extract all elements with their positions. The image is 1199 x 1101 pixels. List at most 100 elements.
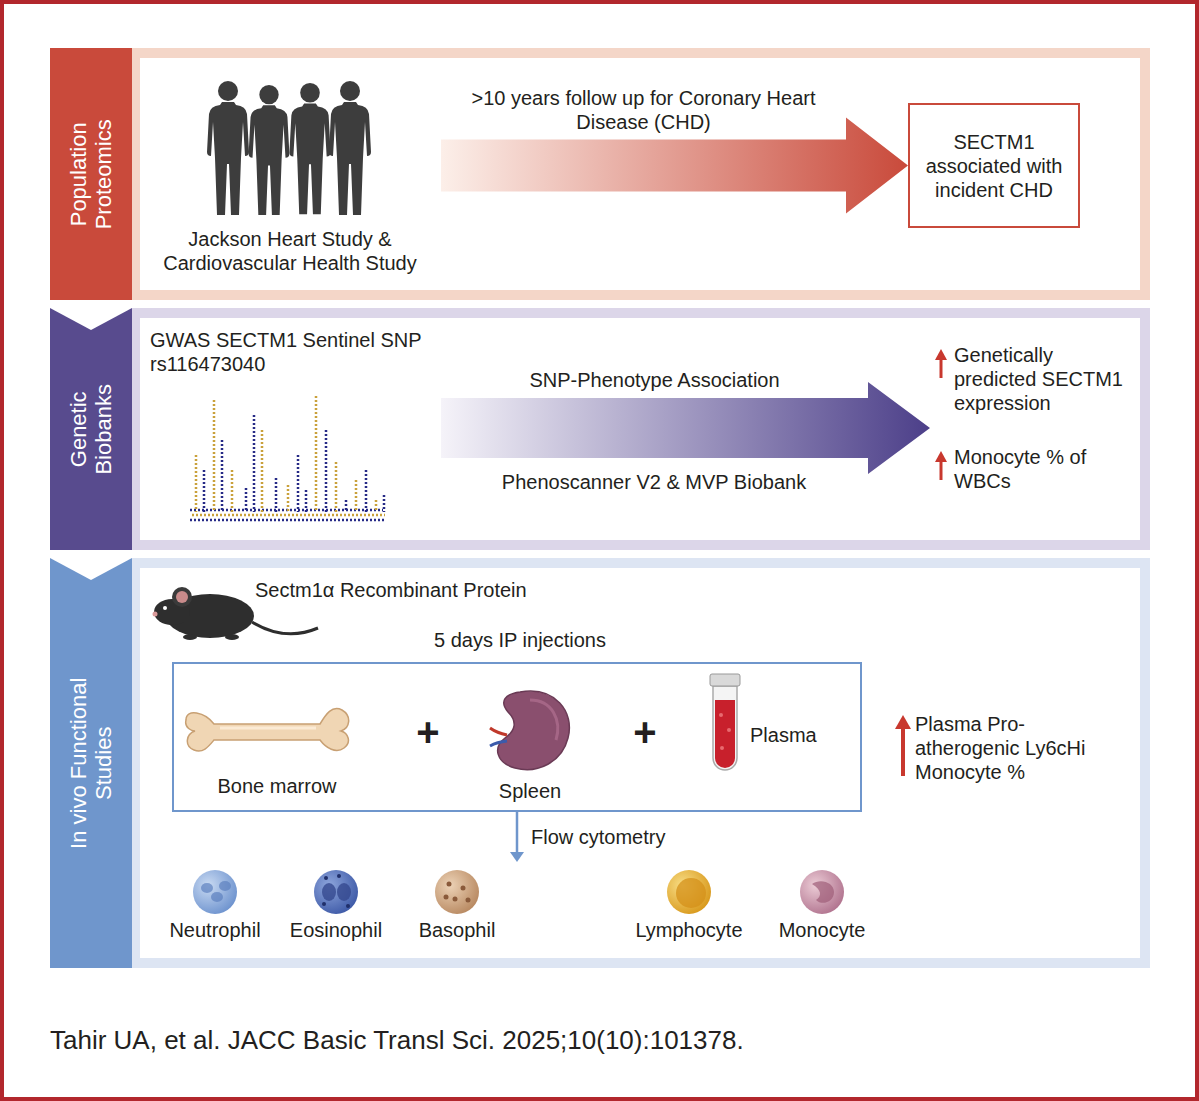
cell-granule [447, 882, 452, 887]
text-slot: Monocyte % of WBCs [954, 445, 1134, 493]
caption-slot: Tahir UA, et al. JACC Basic Transl Sci. … [50, 1025, 1050, 1056]
annotation-label: Plasma Pro-atherogenic Ly6cHi Monocyte % [915, 712, 1110, 784]
text-slot: In vivo Functional Studies [50, 558, 132, 968]
text-slot: Plasma [750, 723, 850, 747]
node-text: Jackson Heart Study & Cardiovascular Hea… [145, 227, 435, 275]
spleen-highlight [530, 700, 558, 740]
text-slot: Neutrophil [155, 918, 275, 942]
node-text: Plasma [750, 723, 850, 747]
process-box: SECTM1 associated with incident CHD [908, 103, 1080, 228]
edge-label: SNP-Phenotype Association [455, 368, 855, 392]
text-slot: + [625, 708, 665, 756]
node-ground [155, 862, 888, 948]
cell-granule [466, 898, 471, 903]
label-slot: Plasma Pro-atherogenic Ly6cHi Monocyte % [915, 712, 1110, 784]
label-slot: 5 days IP injections [400, 628, 640, 652]
text-slot: Monocyte [762, 918, 882, 942]
node-text: Basophil [397, 918, 517, 942]
label-slot: Sectm1α Recombinant Protein [255, 578, 585, 602]
node-text: Genetically predicted SECTM1 expression [954, 343, 1134, 415]
caption: Tahir UA, et al. JACC Basic Transl Sci. … [50, 1025, 1050, 1056]
arrow-shaft [940, 460, 943, 480]
cell-granule [444, 895, 449, 900]
mouse-eye [163, 606, 167, 610]
cell-nucleus [219, 881, 231, 891]
mouse-foot [183, 634, 197, 640]
edge-label-slot: SNP-Phenotype Association [455, 368, 855, 392]
tube-blood [715, 700, 735, 768]
cell-granule [346, 904, 350, 908]
text-slot: Bone marrow [192, 774, 362, 798]
node-text: Bone marrow [192, 774, 362, 798]
node-text: + [408, 708, 448, 756]
text-slot: Eosinophil [276, 918, 396, 942]
cell-nucleus [322, 883, 336, 901]
text-slot: Spleen [490, 779, 570, 803]
edge-label: >10 years follow up for Coronary Heart D… [444, 86, 844, 134]
manhattan-point [190, 519, 385, 522]
manhattan-point [195, 455, 198, 512]
manhattan-point [275, 478, 278, 512]
annotation-label: Sectm1α Recombinant Protein [255, 578, 585, 602]
node-group: Genetically predicted SECTM1 expressionM… [930, 343, 1140, 513]
node-text: SECTM1 associated with incident CHD [918, 130, 1070, 202]
tube-cell [727, 728, 731, 732]
edge-label-slot: Flow cytometry [531, 825, 731, 849]
mouse-ear [176, 591, 188, 603]
section-panel: Jackson Heart Study & Cardiovascular Hea… [50, 48, 1150, 300]
cell-nucleus [337, 883, 351, 901]
tube-body [713, 686, 737, 770]
manhattan-point [325, 430, 328, 512]
cell-nucleus [211, 892, 223, 902]
cell-granule [453, 897, 458, 902]
text-slot: Lymphocyte [629, 918, 749, 942]
node-text: Neutrophil [155, 918, 275, 942]
neutrophil-cell [193, 870, 237, 914]
edge-label-slot: >10 years follow up for Coronary Heart D… [444, 86, 844, 134]
text-slot: Genetic Biobanks [50, 308, 132, 550]
text-slot: Basophil [397, 918, 517, 942]
cell-granule [324, 876, 328, 880]
tube-cell [719, 713, 723, 717]
node-group: NeutrophilEosinophilBasophil Lymphocyte Mo… [155, 862, 888, 948]
node-text: Eosinophil [276, 918, 396, 942]
band-label: In vivo Functional Studies [66, 648, 117, 878]
tube-cap [710, 674, 740, 686]
text-slot: Jackson Heart Study & Cardiovascular Hea… [145, 227, 435, 275]
band-label: Genetic Biobanks [66, 354, 117, 504]
text-slot: GWAS SECTM1 Sentinel SNP rs116473040 [150, 328, 435, 376]
annotation-label: Phenoscanner V2 & MVP Biobank [454, 470, 854, 494]
cell-granule [322, 902, 326, 906]
section-panel: GWAS SECTM1 Sentinel SNP rs116473040Gene… [50, 308, 1150, 550]
manhattan-point [261, 430, 264, 512]
edge-label: Flow cytometry [531, 825, 731, 849]
text-slot: SECTM1 associated with incident CHD [908, 103, 1080, 228]
process-box: Bone marrow + Spleen + Plasma [172, 662, 862, 812]
node-group: Jackson Heart Study & Cardiovascular Hea… [145, 75, 441, 281]
arrow-shaft [901, 726, 905, 776]
blood-tube [710, 674, 740, 770]
manhattan-point [190, 509, 383, 512]
node-text: Monocyte [762, 918, 882, 942]
node-text: GWAS SECTM1 Sentinel SNP rs116473040 [150, 328, 435, 376]
text-slot: Genetically predicted SECTM1 expression [954, 343, 1134, 415]
cell-granule [337, 874, 341, 878]
mouse-nose [153, 612, 158, 617]
node-text: Spleen [490, 779, 570, 803]
text-slot: + [408, 708, 448, 756]
tube-cell [720, 746, 724, 750]
cell-granule [461, 886, 466, 891]
arrow-shaft [940, 358, 943, 378]
monocyte-cell [800, 870, 844, 914]
basophil-cell [435, 870, 479, 914]
node-ground [145, 75, 441, 281]
node-group: GWAS SECTM1 Sentinel SNP rs116473040 [145, 328, 441, 528]
manhattan-point [192, 514, 385, 517]
cell-nucleus [812, 881, 834, 903]
lymphocyte-cell [667, 870, 711, 914]
mouse-ear [172, 587, 192, 607]
cell-nucleus [676, 878, 706, 908]
eosinophil-cell [314, 870, 358, 914]
label-slot: Phenoscanner V2 & MVP Biobank [454, 470, 854, 494]
